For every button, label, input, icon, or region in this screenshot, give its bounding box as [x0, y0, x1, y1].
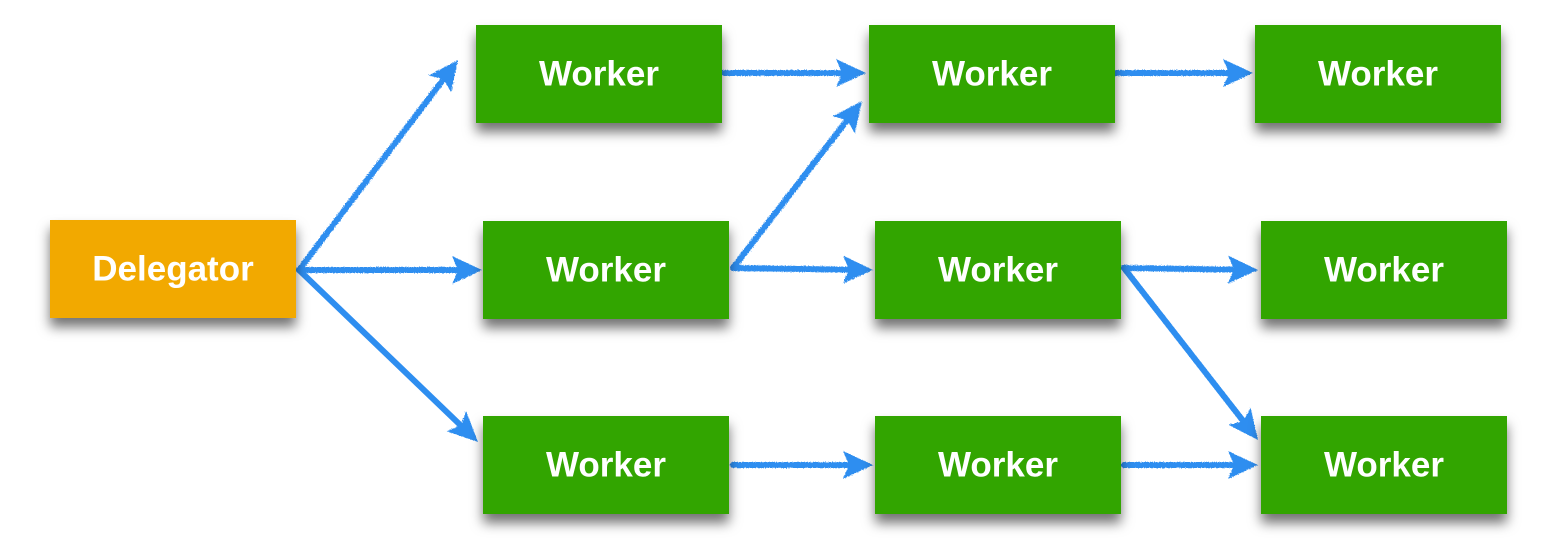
- arrow-head: [1228, 451, 1258, 479]
- worker-node-r2-c2: Worker: [875, 221, 1121, 319]
- arrow-head: [1227, 255, 1258, 284]
- arrow-head: [452, 256, 482, 284]
- worker-label: Worker: [932, 55, 1052, 94]
- arrow-head: [832, 101, 862, 134]
- worker-box: [476, 25, 722, 123]
- arrow-worker-r2-c1-to-worker-r1-c2: [730, 101, 862, 271]
- arrow-delegator-to-worker-r3-c1: [296, 267, 478, 442]
- delegator-label: Delegator: [92, 250, 254, 289]
- worker-box: [1255, 25, 1501, 123]
- arrow-worker-r2-c1-to-worker-r2-c2: [730, 255, 873, 284]
- worker-box: [1261, 416, 1507, 514]
- arrow-head: [446, 411, 478, 442]
- worker-label: Worker: [546, 251, 666, 290]
- arrow-shaft: [730, 118, 850, 271]
- worker-node-r1-c1: Worker: [476, 25, 722, 123]
- arrow-delegator-to-worker-r2-c1: [296, 256, 482, 284]
- worker-node-r3-c2: Worker: [875, 416, 1121, 514]
- worker-node-r3-c1: Worker: [483, 416, 729, 514]
- worker-box: [1261, 221, 1507, 319]
- worker-box: [875, 416, 1121, 514]
- arrow-shaft: [1121, 265, 1246, 423]
- arrow-delegator-to-worker-r1-c1: [296, 60, 458, 273]
- arrow-shaft: [296, 77, 446, 273]
- arrow-head: [842, 255, 873, 284]
- worker-box: [483, 221, 729, 319]
- worker-label: Worker: [938, 446, 1058, 485]
- worker-node-r2-c1: Worker: [483, 221, 729, 319]
- worker-node-r2-c3: Worker: [1261, 221, 1507, 319]
- arrow-worker-r3-c1-to-worker-r3-c2: [730, 451, 873, 479]
- arrow-worker-r2-c2-to-worker-r2-c3: [1121, 255, 1258, 284]
- arrow-head: [836, 59, 866, 87]
- arrow-head: [1223, 59, 1253, 87]
- worker-label: Worker: [539, 55, 659, 94]
- arrow-worker-r2-c2-to-worker-r3-c3: [1121, 265, 1258, 440]
- worker-label: Worker: [938, 251, 1058, 290]
- worker-box: [483, 416, 729, 514]
- arrow-worker-r1-c2-to-worker-r1-c3: [1111, 59, 1253, 87]
- worker-label: Worker: [546, 446, 666, 485]
- worker-box: [875, 221, 1121, 319]
- arrow-shaft: [730, 265, 851, 273]
- arrow-head: [843, 451, 873, 479]
- worker-box: [869, 25, 1115, 123]
- worker-node-r3-c3: Worker: [1261, 416, 1507, 514]
- arrow-shaft: [296, 267, 463, 427]
- arrow-worker-r3-c2-to-worker-r3-c3: [1121, 451, 1258, 479]
- delegator-node: Delegator: [50, 220, 296, 318]
- arrow-head: [1228, 407, 1258, 440]
- worker-label: Worker: [1318, 55, 1438, 94]
- arrow-head: [428, 60, 458, 93]
- worker-node-r1-c2: Worker: [869, 25, 1115, 123]
- worker-label: Worker: [1324, 446, 1444, 485]
- arrow-shaft: [1121, 265, 1236, 273]
- worker-label: Worker: [1324, 251, 1444, 290]
- delegator-box: [50, 220, 296, 318]
- arrows-layer: [296, 59, 1258, 479]
- arrow-worker-r1-c1-to-worker-r1-c2: [721, 59, 866, 87]
- worker-node-r1-c3: Worker: [1255, 25, 1501, 123]
